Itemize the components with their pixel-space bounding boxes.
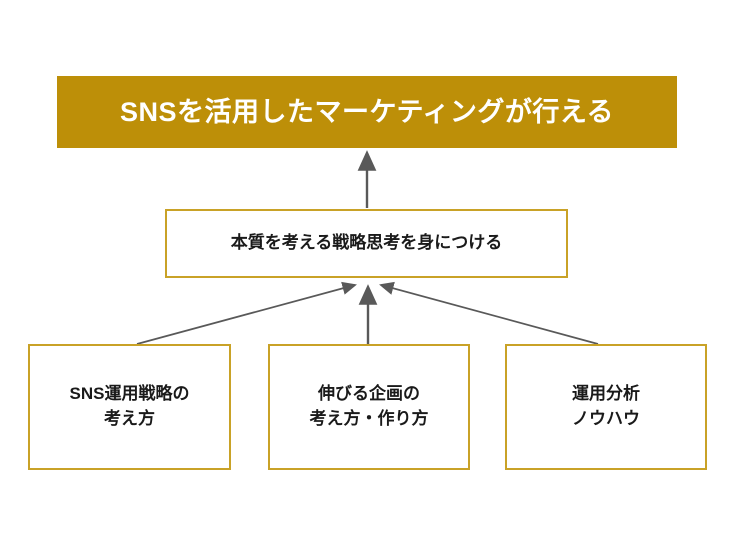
foundation-box-growth-planning: 伸びる企画の 考え方・作り方 [268,344,470,470]
connector-foundation-1-to-outcome [136,281,357,345]
foundation-box-sns-strategy-label: SNS運用戦略の 考え方 [69,384,190,428]
outcome-box-label: 本質を考える戦略思考を身につける [230,233,503,253]
foundation-box-growth-planning-label: 伸びる企画の 考え方・作り方 [309,384,429,428]
connector-foundation-3-to-outcome [379,281,599,345]
foundation-box-analytics-knowhow: 運用分析 ノウハウ [505,344,707,470]
foundation-box-analytics-knowhow-label: 運用分析 ノウハウ [572,384,640,428]
goal-banner: SNSを活用したマーケティングが行える [57,76,677,148]
foundation-box-sns-strategy: SNS運用戦略の 考え方 [28,344,231,470]
goal-banner-label: SNSを活用したマーケティングが行える [119,96,615,127]
outcome-box: 本質を考える戦略思考を身につける [165,209,568,278]
